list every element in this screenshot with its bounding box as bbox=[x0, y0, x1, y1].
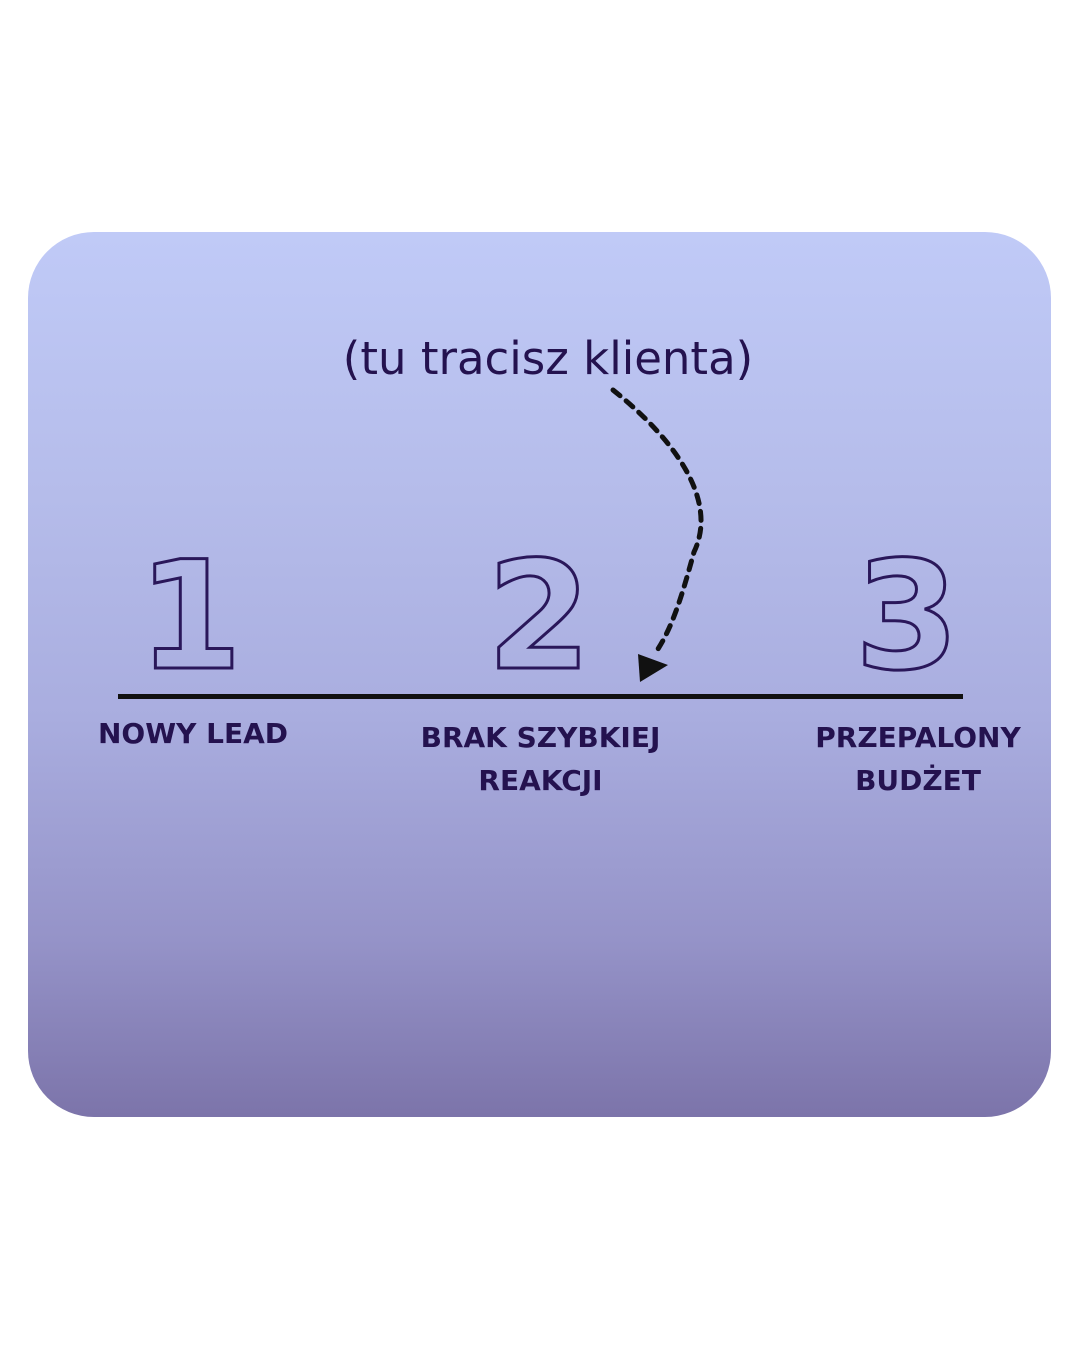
step-2-label-line-1: BRAK SZYBKIEJ bbox=[420, 721, 661, 754]
callout-text: (tu tracisz klienta) bbox=[342, 332, 754, 385]
step-3-label-line-1: PRZEPALONY bbox=[815, 721, 1021, 754]
diagram-card: (tu tracisz klienta) 1 2 3 NOWY LEAD BRA… bbox=[28, 232, 1051, 1117]
step-1-label: NOWY LEAD bbox=[88, 712, 298, 755]
step-2-number: 2 bbox=[485, 530, 592, 704]
step-1-number: 1 bbox=[136, 530, 243, 704]
step-2-label-line-2: REAKCJI bbox=[478, 764, 603, 797]
step-2-label: BRAK SZYBKIEJ REAKCJI bbox=[398, 716, 683, 802]
dashed-curved-arrow bbox=[610, 387, 704, 682]
step-1-label-line-1: NOWY LEAD bbox=[97, 717, 289, 750]
step-3-label-line-2: BUDŻET bbox=[855, 764, 981, 797]
timeline-line bbox=[118, 694, 963, 699]
step-3-number: 3 bbox=[853, 530, 960, 704]
step-3-label: PRZEPALONY BUDŻET bbox=[798, 716, 1038, 802]
